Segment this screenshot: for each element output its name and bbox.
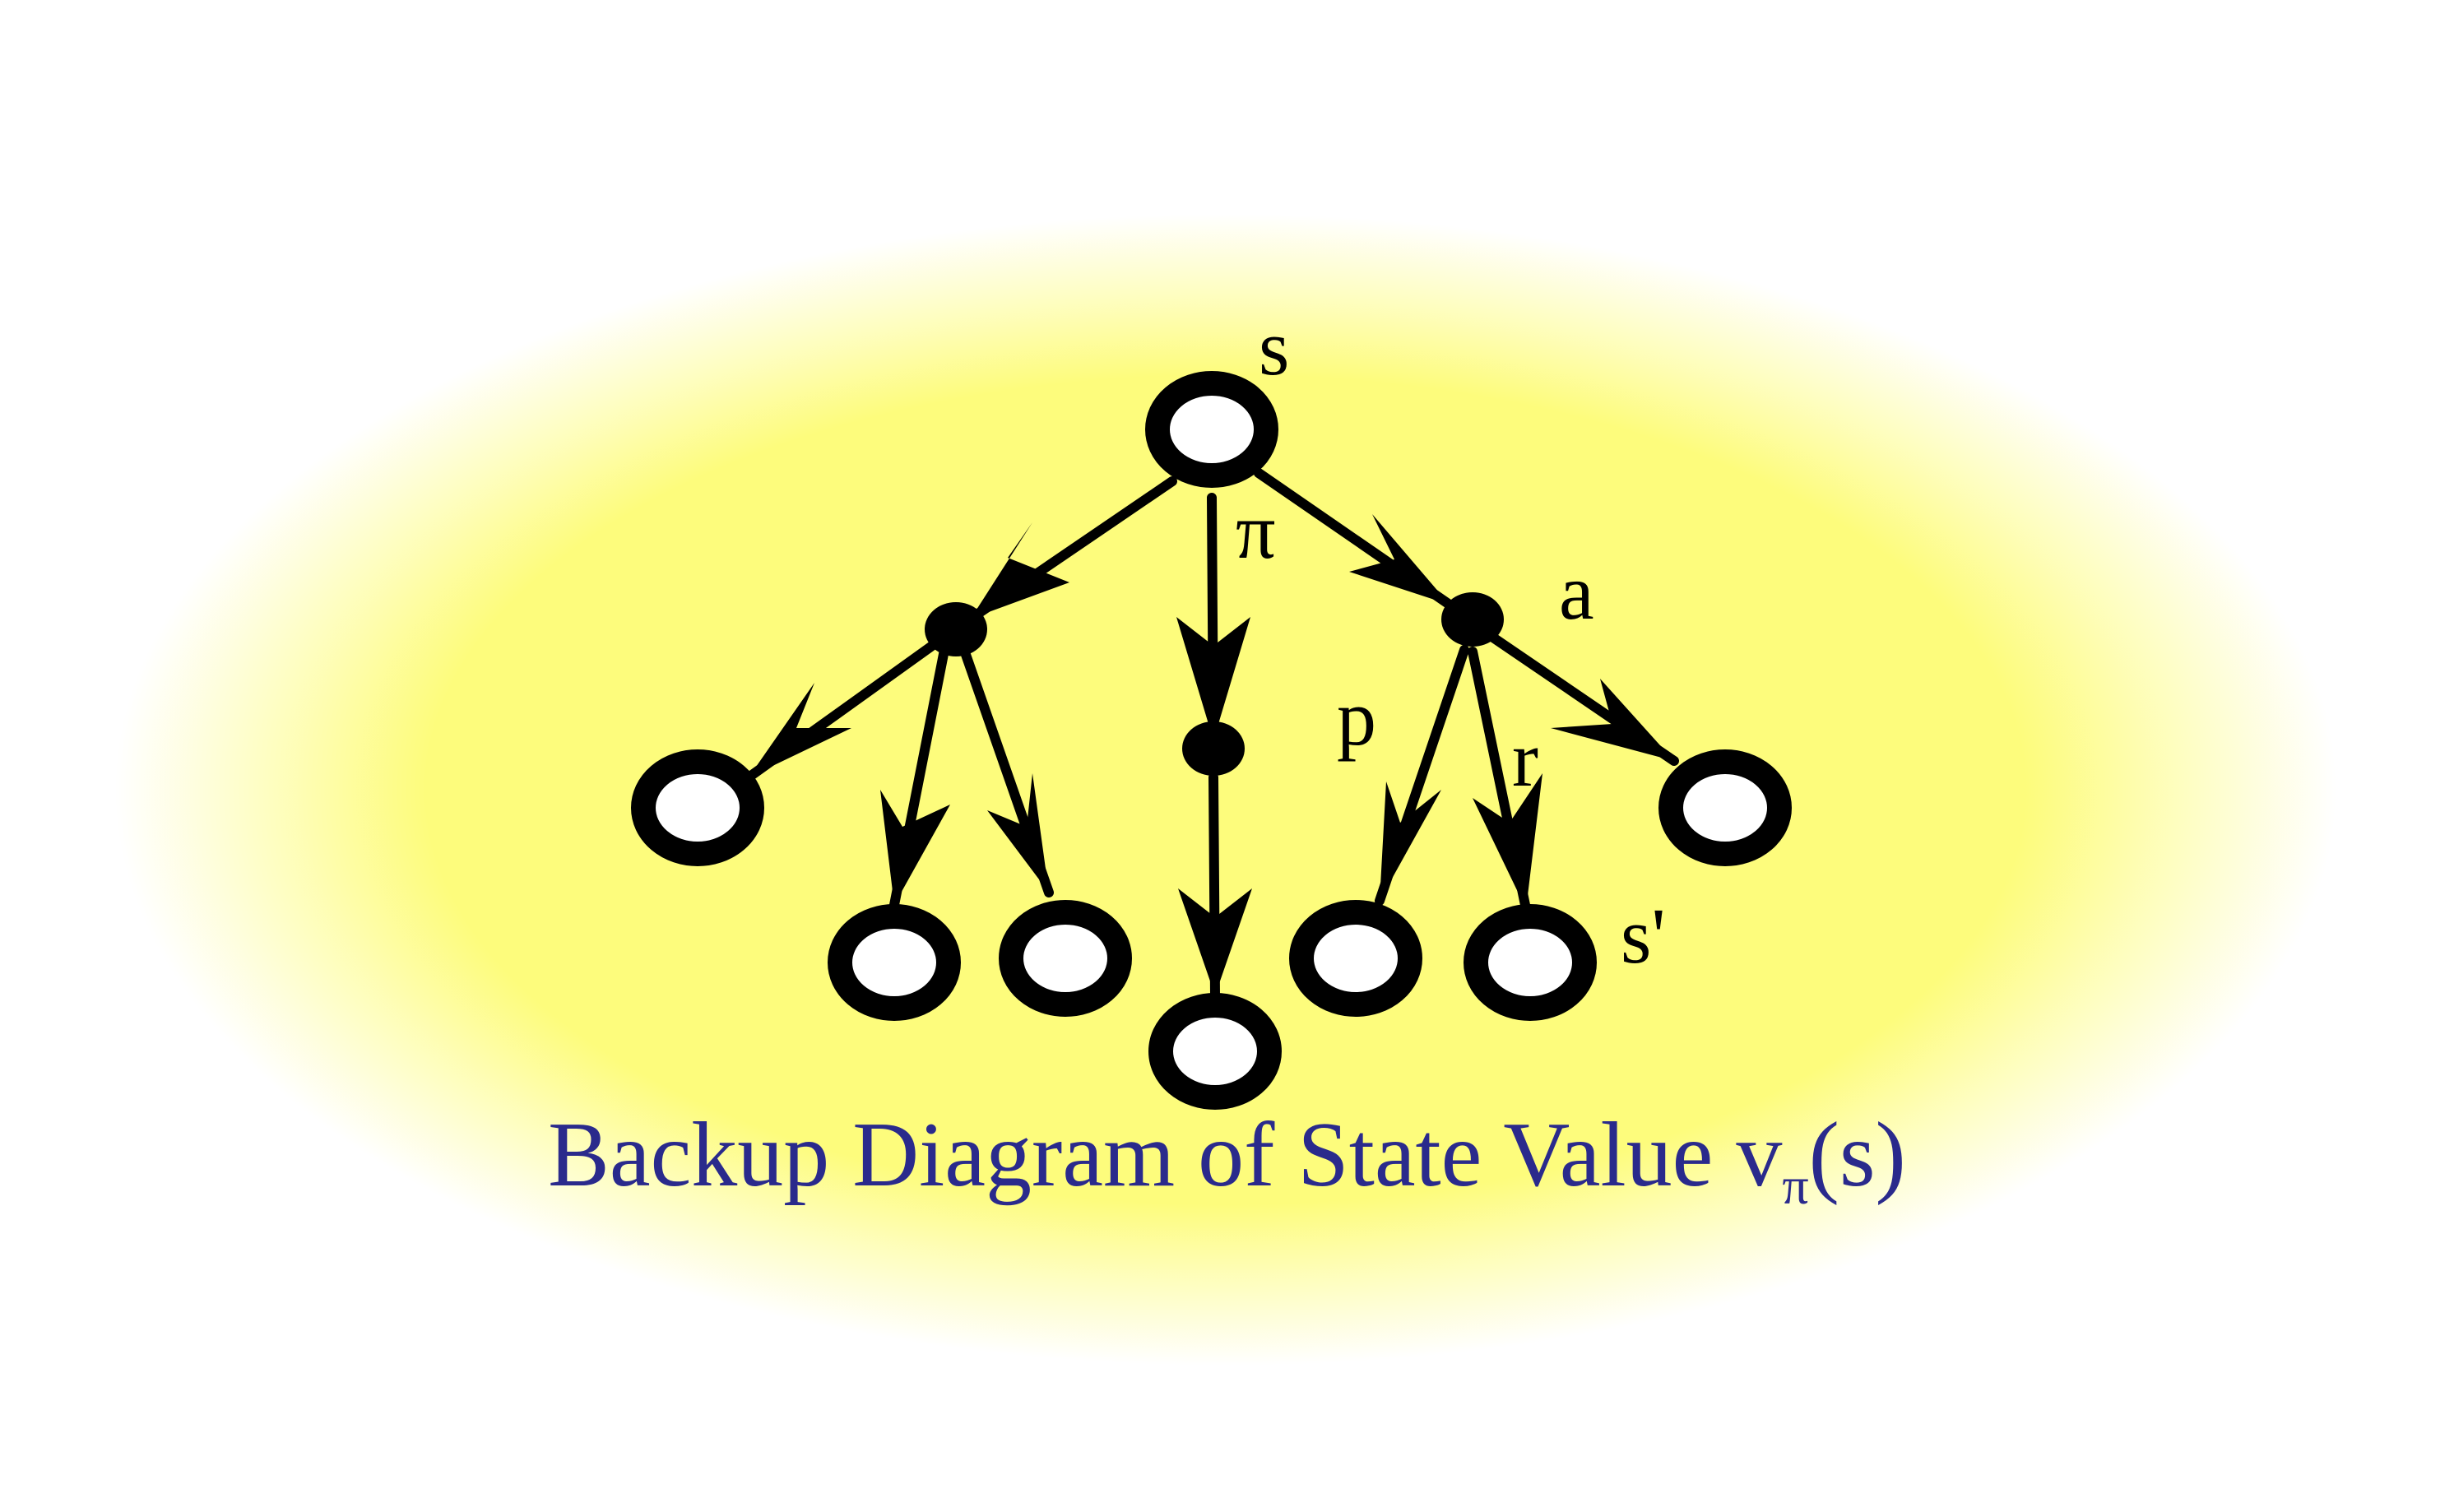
- arrowhead-to-leaf-1: [749, 683, 851, 777]
- action-node-middle: [1182, 721, 1245, 776]
- label-reward: r: [1512, 715, 1538, 803]
- state-node-leaf-2: [828, 904, 961, 1021]
- state-node-leaf-1: [631, 749, 764, 866]
- title-subscript: π: [1782, 1157, 1809, 1215]
- arrowhead-to-middle-leaf: [1178, 888, 1252, 995]
- state-node-leaf-7: [1658, 749, 1792, 866]
- title-suffix: (s): [1808, 1104, 1906, 1206]
- labels: s π a p r s': [1236, 304, 1666, 980]
- arrowhead-to-leaf-2: [880, 790, 950, 905]
- arrowhead-to-action-middle: [1176, 617, 1250, 740]
- arrowhead-to-leaf-6: [1551, 679, 1674, 761]
- state-node-leaf-3: [999, 900, 1132, 1017]
- arrowhead-to-leaf-3: [987, 773, 1049, 893]
- action-node-left: [925, 602, 987, 656]
- action-nodes: [925, 592, 1504, 776]
- arrowhead-to-leaf-4: [1380, 782, 1441, 901]
- arrowhead-to-action-left: [971, 522, 1069, 619]
- label-next-state: s': [1621, 892, 1666, 980]
- label-policy: π: [1236, 487, 1275, 575]
- state-node-leaf-5: [1289, 900, 1422, 1017]
- arrowhead-to-action-right: [1349, 514, 1450, 605]
- state-nodes: [631, 371, 1792, 1110]
- state-node-root: [1145, 371, 1278, 488]
- diagram-title: Backup Diagram of State Value vπ(s): [0, 1109, 2454, 1213]
- state-node-leaf-6: [1464, 904, 1597, 1021]
- arrowheads: [749, 514, 1674, 995]
- arrowhead-to-leaf-5: [1473, 773, 1542, 909]
- label-state: s: [1259, 304, 1289, 392]
- label-probability: p: [1337, 674, 1376, 762]
- action-node-right: [1441, 592, 1504, 647]
- title-main: Backup Diagram of State Value v: [548, 1104, 1783, 1206]
- state-node-leaf-4: [1148, 993, 1282, 1110]
- label-action: a: [1559, 548, 1594, 636]
